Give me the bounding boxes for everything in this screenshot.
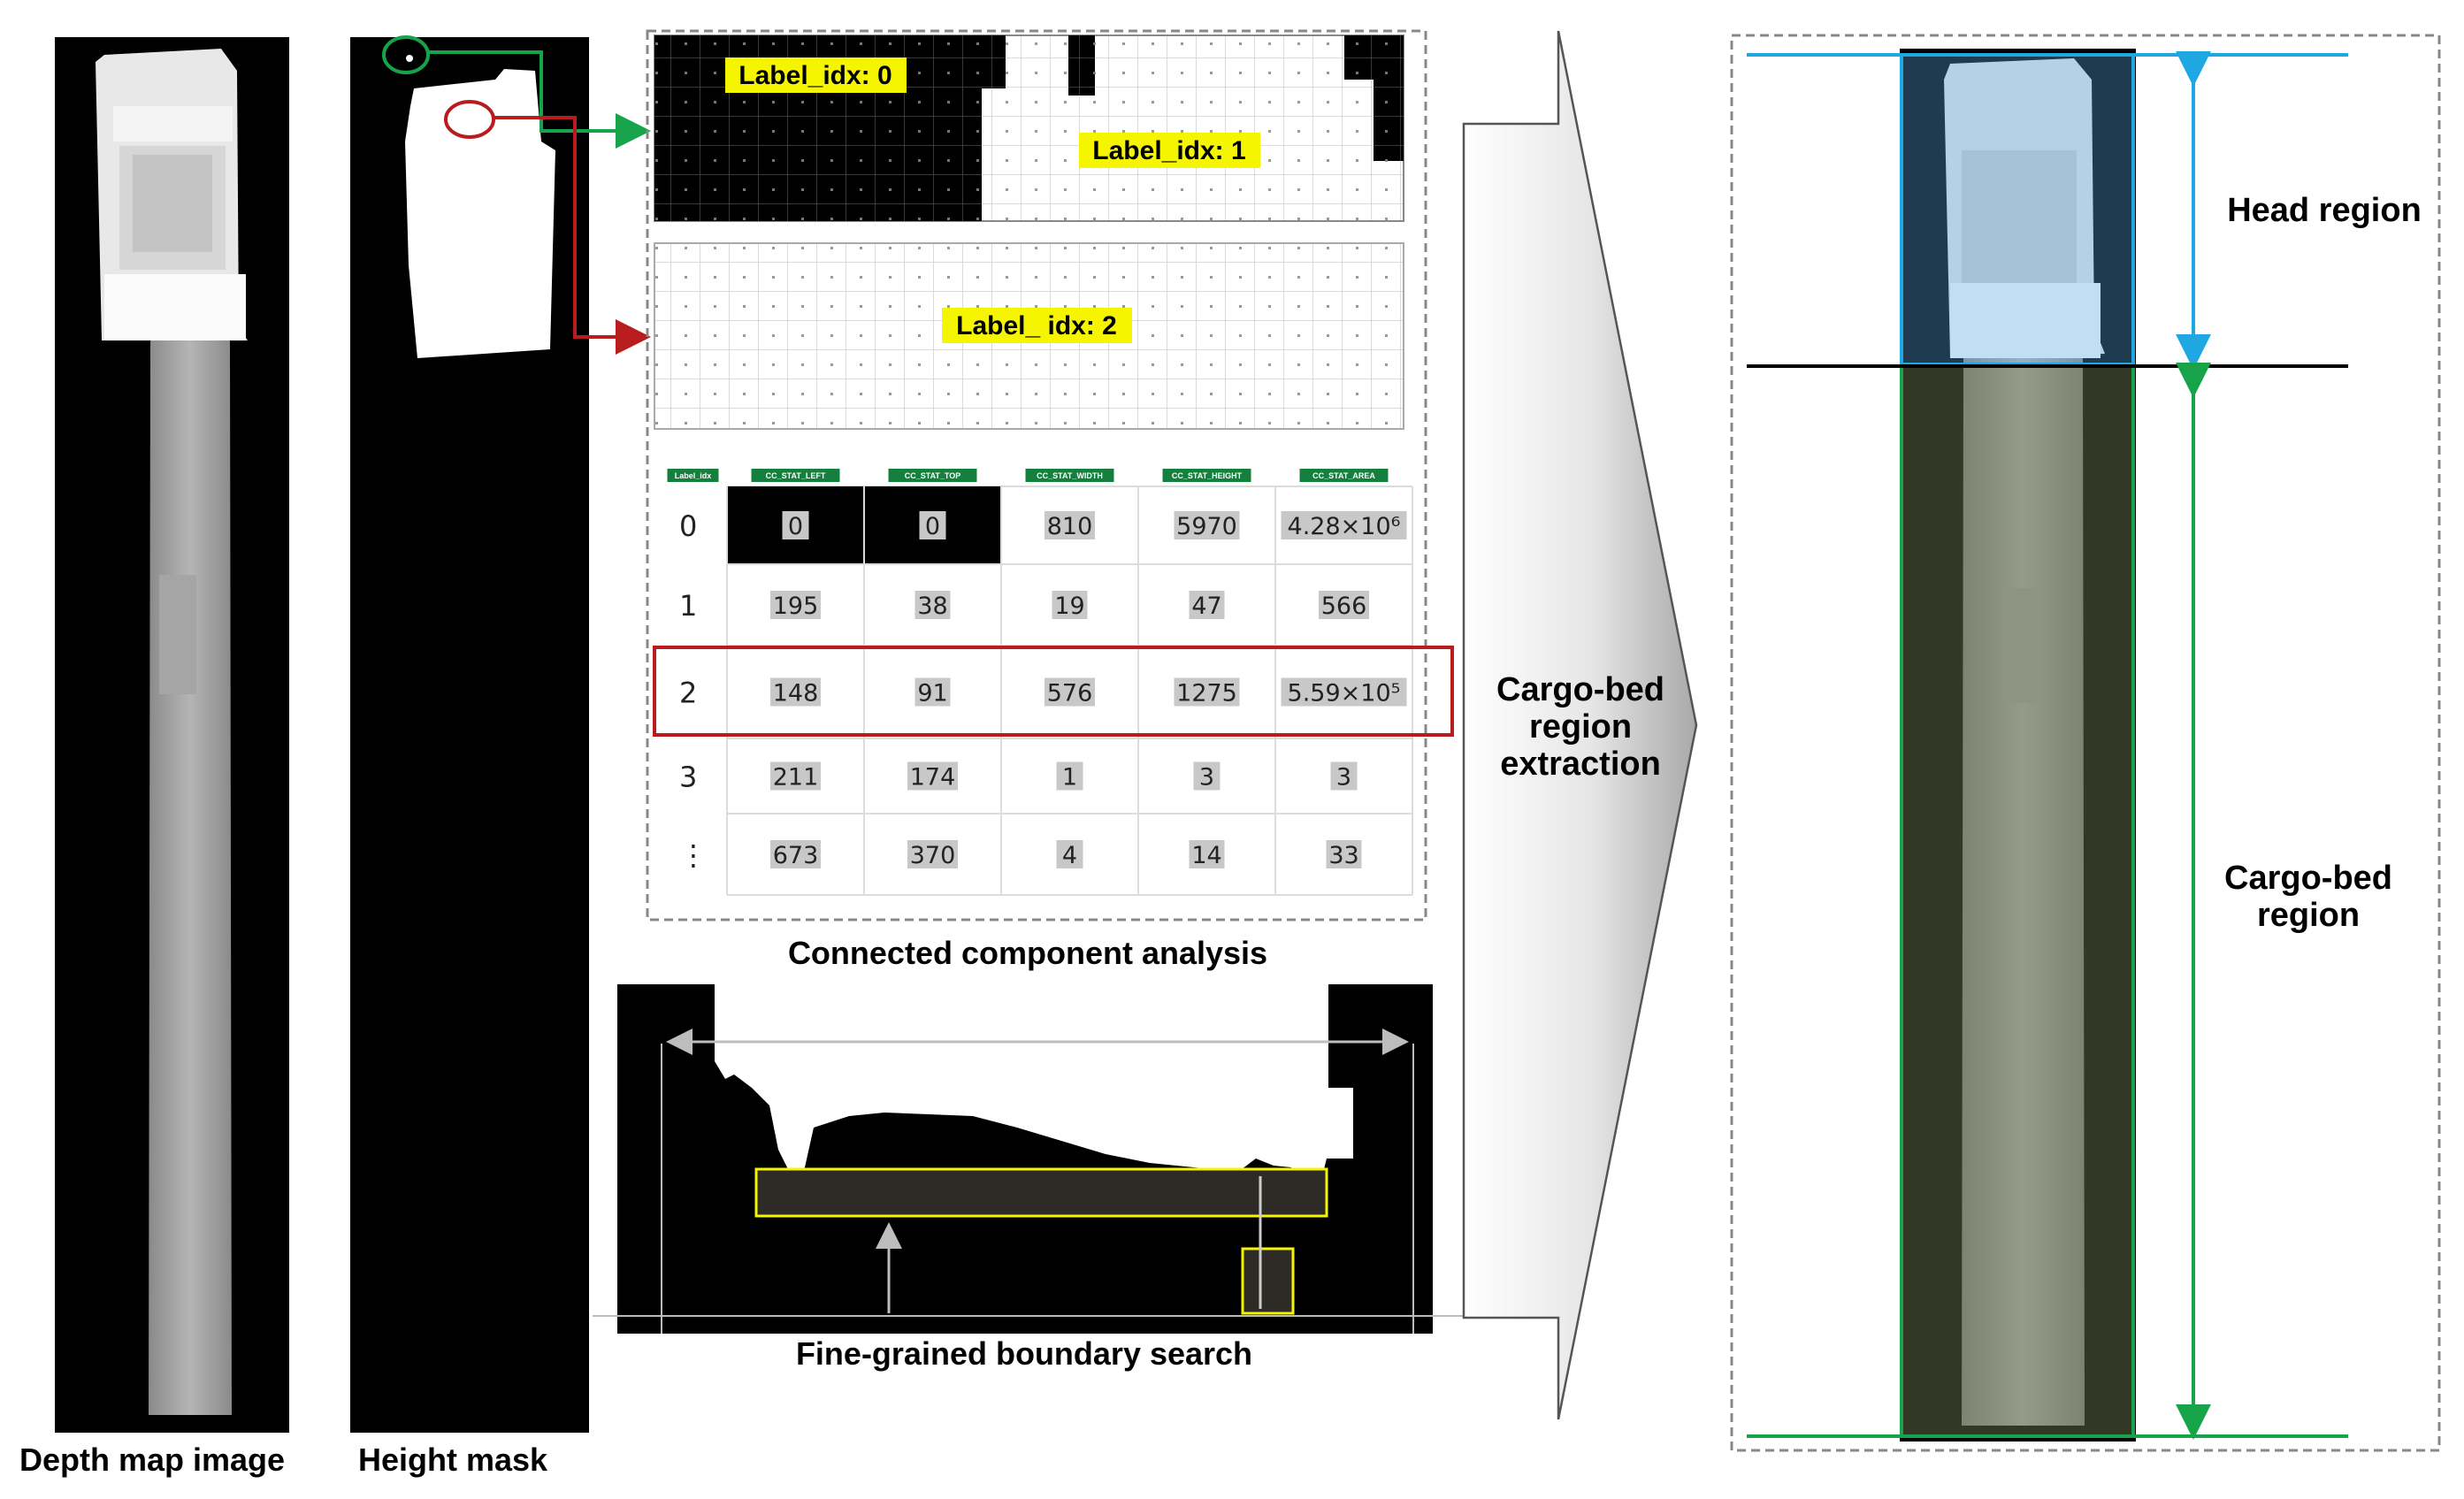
table-header-bg xyxy=(751,469,840,482)
table-cell-highlight xyxy=(1326,840,1362,868)
table-cell: 370 xyxy=(910,842,956,869)
table-row-index: 0 xyxy=(679,509,697,543)
table-cell: 211 xyxy=(773,764,819,792)
height-mask-panel xyxy=(350,35,589,1433)
table-header-cell: CC_STAT_WIDTH xyxy=(1037,471,1103,480)
selected-row-highlight xyxy=(653,646,1454,737)
arrow-label-line1: Cargo-bed xyxy=(1496,671,1664,708)
cargo-region-label-line1: Cargo-bed xyxy=(2224,860,2392,897)
table-row-index: 3 xyxy=(679,761,697,794)
table-cell: 576 xyxy=(1047,680,1093,707)
table-cell: 14 xyxy=(1191,842,1221,869)
table-cell-highlight xyxy=(770,591,821,619)
zoom-component-2: Label_ idx: 2 xyxy=(654,242,1404,430)
table-cell-highlight xyxy=(1193,761,1221,791)
table-header-cell: Label_idx xyxy=(675,471,712,480)
arrow-label-line2: region xyxy=(1529,708,1632,746)
table-cell-highlight xyxy=(1330,761,1358,791)
table-cell: 174 xyxy=(910,764,956,792)
label-idx-1: Label_idx: 1 xyxy=(1092,136,1245,165)
table-cell-highlight xyxy=(1045,677,1095,707)
height-mask-caption: Height mask xyxy=(358,1442,548,1478)
table-cell: 0 xyxy=(925,513,940,540)
table-cell-highlight xyxy=(1174,511,1240,539)
table-cell: 91 xyxy=(917,680,947,707)
table-cell-highlight xyxy=(914,591,951,619)
table-cell: 810 xyxy=(1047,513,1093,540)
boundary-caption: Fine-grained boundary search xyxy=(796,1335,1252,1372)
cargo-region-box xyxy=(1900,364,2135,1438)
red-connector-arrow xyxy=(494,116,651,355)
green-connector-arrow xyxy=(428,50,651,149)
depth-map-panel xyxy=(55,37,289,1433)
table-cell: 1275 xyxy=(1176,680,1237,707)
table-cell-highlight xyxy=(914,677,951,707)
depth-map-caption: Depth map image xyxy=(19,1442,285,1478)
table-cell: 148 xyxy=(773,680,819,707)
table-header-bg xyxy=(1299,469,1389,482)
table-cell: 3 xyxy=(1199,764,1214,792)
table-header-bg xyxy=(888,469,977,482)
table-cell-highlight xyxy=(1189,591,1225,619)
arrow-label-line3: extraction xyxy=(1500,746,1661,783)
table-row-index: 1 xyxy=(679,589,697,623)
table-cell: 38 xyxy=(917,593,947,620)
table-cell: 195 xyxy=(773,593,819,620)
table-cell-highlight xyxy=(1056,761,1083,791)
label-idx-0: Label_idx: 0 xyxy=(738,61,891,90)
table-cell: 0 xyxy=(788,513,803,540)
table-cell-highlight xyxy=(907,761,958,791)
table-cell: 19 xyxy=(1054,593,1084,620)
table-cell-highlight xyxy=(919,511,946,539)
component-1-marker xyxy=(382,35,430,74)
table-cell-highlight xyxy=(770,677,821,707)
table-row-index: 2 xyxy=(679,677,697,710)
result-dashed-frame xyxy=(1730,34,2441,1452)
cca-dashed-frame xyxy=(646,29,1427,922)
zoom-components-0-1: Label_idx: 0 Label_idx: 1 xyxy=(654,34,1404,222)
table-header-cell: CC_STAT_TOP xyxy=(905,471,961,480)
table-header-bg xyxy=(667,469,719,482)
table-cell: 33 xyxy=(1328,842,1358,869)
table-header-cell: CC_STAT_AREA xyxy=(1312,471,1375,480)
table-header-cell: CC_STAT_LEFT xyxy=(766,471,826,480)
table-header-bg xyxy=(1025,469,1114,482)
table-cell: 566 xyxy=(1321,593,1367,620)
result-truck xyxy=(1900,49,2136,1442)
table-cell-highlight xyxy=(1319,591,1369,619)
head-region-label: Head region xyxy=(2227,192,2422,229)
table-cell-highlight xyxy=(770,761,821,791)
table-header-cell: CC_STAT_HEIGHT xyxy=(1172,471,1243,480)
table-cell-highlight xyxy=(1056,840,1083,868)
table-cell: 1 xyxy=(1062,764,1077,792)
table-cell-highlight xyxy=(782,511,809,539)
table-cell: 3 xyxy=(1336,764,1351,792)
table-cell: 673 xyxy=(773,842,819,869)
table-cell-highlight xyxy=(770,840,821,868)
table-cell-highlight xyxy=(1281,677,1407,707)
table-cell-highlight xyxy=(1189,840,1225,868)
table-cell: 4 xyxy=(1062,842,1077,869)
table-cell-highlight xyxy=(1045,511,1095,539)
table-cell: 5.59×10⁵ xyxy=(1288,680,1401,707)
table-cell-highlight xyxy=(907,840,958,868)
cc-stats-table: Label_idx CC_STAT_LEFT CC_STAT_TOP CC_STAT_… xyxy=(653,469,1454,896)
label-idx-2: Label_ idx: 2 xyxy=(956,311,1117,340)
table-cell: 47 xyxy=(1191,593,1221,620)
boundary-search-panel xyxy=(593,984,1468,1334)
table-header-bg xyxy=(1162,469,1251,482)
table-cell-highlight xyxy=(1281,511,1407,539)
table-cell: 5970 xyxy=(1176,513,1237,540)
extraction-arrow: Cargo-bed region extraction xyxy=(1462,30,1698,1420)
table-cell: 4.28×10⁶ xyxy=(1288,513,1401,540)
table-cell-highlight xyxy=(1052,591,1088,619)
cca-caption: Connected component analysis xyxy=(788,935,1267,971)
cargo-region-label-line2: region xyxy=(2257,897,2360,934)
head-region-box xyxy=(1900,53,2135,366)
table-cell-highlight xyxy=(1174,677,1240,707)
table-row-index: ⋮ xyxy=(679,838,708,872)
